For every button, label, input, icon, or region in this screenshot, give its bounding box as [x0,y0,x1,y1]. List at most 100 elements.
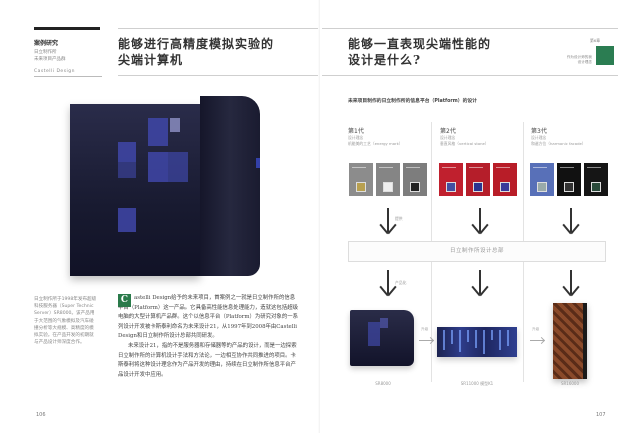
generation-concept-label: 设计理念 [440,135,456,140]
upgrade-note: 升级 [421,327,429,331]
panel-tile [148,152,168,182]
page-number-left: 106 [36,412,46,418]
card-line [406,167,420,168]
card-line [469,167,483,168]
generation-2-header: 第2代 设计理念 垂直风格（vertical stone） [440,126,489,147]
generation-concept-label: 设计理念 [348,135,364,140]
generation-concept: 机能美的工艺（energy mark） [348,141,403,146]
platform-title: 未来项目制作的日立制作所的信息平台（Platform）的设计 [348,99,477,104]
section-bar [34,27,100,30]
arrow-right-icon [419,340,433,341]
card-emblem-icon [473,182,483,192]
machine-front-panel [70,104,200,276]
panel-tile [170,118,180,132]
generation-label: 第2代 [440,128,456,135]
brand-logo-icon [256,158,260,168]
design-card [530,163,554,196]
generation-concept: 垂直风格（vertical stone） [440,141,489,146]
section-title: 案例研究 [34,40,59,47]
generation-label: 第1代 [348,128,364,135]
body-paragraph-1-text: astelli Design给予的未来项目，首案例之一就是日立制作所的信息平台（… [118,295,298,340]
design-card [403,163,427,196]
design-card [584,163,608,196]
arrow-down-icon [561,270,581,297]
top-rule [118,28,320,29]
product-image-sr8000 [350,310,414,366]
card-line [533,167,547,168]
card-line [587,167,601,168]
chapter-tag-side-2: 设计理念 [577,60,592,64]
arrow-right-icon [530,340,544,341]
arrow-note-top: 提供 [395,216,403,221]
design-card [493,163,517,196]
section-subtitle-1: 日立制作所 [34,50,57,55]
card-emblem-icon [537,182,547,192]
card-emblem-icon [591,182,601,192]
supercomputer-image [70,96,270,281]
body-paragraph-2: 未来设计21，指的不是服务器和存储器等的产品的设计，而是一边探索日立制作所的计算… [118,343,297,378]
card-line [352,167,366,168]
generation-3-cards [530,163,608,196]
arrow-down-icon [561,208,581,235]
arrow-down-icon [470,270,490,297]
headline-right-line-1: 能够一直表现尖端性能的 [348,37,492,51]
left-page: 案例研究 日立制作所 未来项目产品群 Castelli Design 能够进行高… [34,27,320,418]
headline: 能够进行高精度模拟实验的 尖端计算机 [118,36,274,68]
headline-bottom-rule-right [322,75,618,76]
headline-right: 能够一直表现尖端性能的 设计是什么? [348,36,491,68]
product-label: SR16000 [560,381,580,386]
headline-bottom-rule [118,75,320,76]
generation-label: 第3代 [531,128,547,135]
card-emblem-icon [564,182,574,192]
design-card [349,163,373,196]
image-caption: 日立制作所于1998年发布超级科技服务器（Super Technic Serve… [34,297,97,346]
headline-right-line-2: 设计是什么? [348,53,422,67]
card-line [496,167,510,168]
upgrade-note: 升级 [532,327,540,331]
generation-3-header: 第3代 设计理念 和谐方位（harmonic facade） [531,126,586,147]
panel-tile [118,208,136,232]
card-emblem-icon [356,182,366,192]
arrow-down-icon [378,208,398,235]
generation-1-cards [349,163,427,196]
panel-tile [168,152,188,182]
card-line [442,167,456,168]
design-card [376,163,400,196]
panel-tile [148,118,168,146]
generation-1-header: 第1代 设计理念 机能美的工艺（energy mark） [348,126,403,147]
arrow-down-icon [470,208,490,235]
arrow-note-bottom: 产品化 [395,280,407,285]
card-emblem-icon [500,182,510,192]
chapter-tag-side-1: 作为设计师的我 [566,55,592,59]
product-label: SR8000 [375,381,391,386]
card-emblem-icon [446,182,456,192]
product-image-sr11000 [437,327,517,357]
card-emblem-icon [383,182,393,192]
chapter-tag [596,46,614,65]
section-rule [34,76,102,77]
generation-concept: 和谐方位（harmonic facade） [531,141,586,146]
top-rule-right [322,28,618,29]
page-number-right: 107 [596,412,606,418]
machine-side-panel [200,96,260,276]
card-line [379,167,393,168]
chapter-tag-label: 第6章 [590,38,601,43]
section-brand: Castelli Design [34,69,75,74]
headline-line-1: 能够进行高精度模拟实验的 [118,37,275,51]
design-card [439,163,463,196]
panel-tile [118,162,136,178]
design-hq-box: 日立制作所设计总部 [348,241,606,262]
headline-line-2: 尖端计算机 [118,53,184,67]
panel-tile [118,142,136,162]
generation-concept-label: 设计理念 [531,135,547,140]
arrow-down-icon [378,270,398,297]
drop-cap: C [118,294,131,307]
section-subtitle-2: 未来项目产品群 [34,57,66,62]
card-line [560,167,574,168]
product-label: SR11000 模型K1 [460,381,494,386]
generation-2-cards [439,163,517,196]
product-image-sr16000 [553,303,587,379]
body-paragraph-1: astelli Design给予的未来项目，首案例之一就是日立制作所的信息平台（… [118,294,300,342]
design-card [557,163,581,196]
card-emblem-icon [410,182,420,192]
